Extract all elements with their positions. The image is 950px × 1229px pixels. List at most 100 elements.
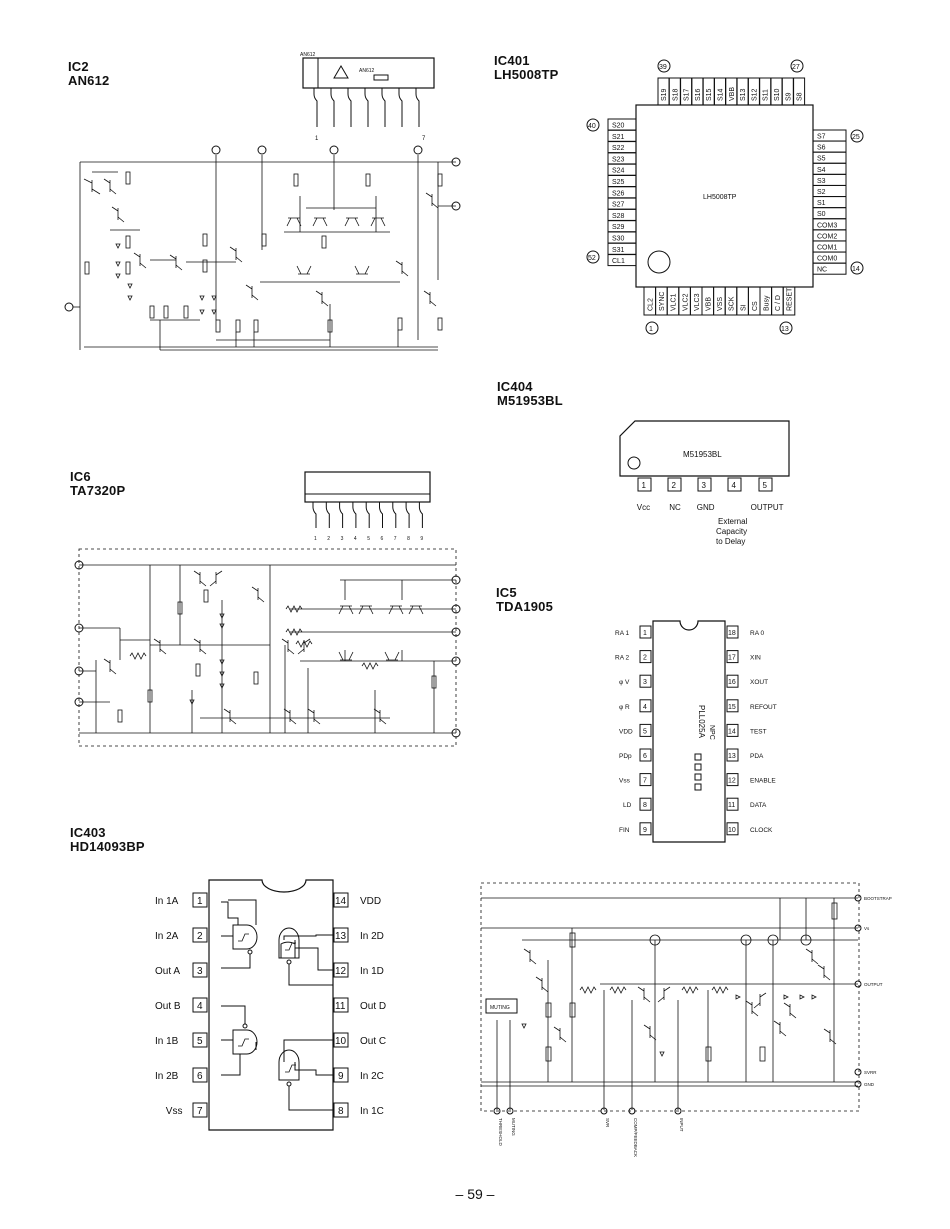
ic5-pin-box: [639, 822, 652, 836]
ic401-pin-label: S18: [672, 88, 679, 101]
ic403-pin-name: In 2A: [155, 931, 179, 942]
ic401-corner-27: 27: [792, 64, 800, 71]
ic401-corner-1: 1: [649, 326, 653, 333]
amp-terminal-label: THRESHOLD: [498, 1118, 503, 1147]
ic403-gates: [221, 899, 333, 1111]
ic6-pin-number: 2: [327, 536, 330, 542]
ic401-corner-25: 25: [852, 134, 860, 141]
ic5-pin-name: XOUT: [750, 679, 768, 686]
ic6-nodes: [74, 560, 461, 738]
ic6-pin-number: 6: [381, 536, 384, 542]
ic401-part: LH5008TP: [494, 67, 559, 82]
ic401-pin-label: S15: [706, 88, 713, 101]
ic403-pin-box: [333, 927, 349, 943]
ic5-pin-box: [726, 723, 739, 737]
ic403-pin-box: [192, 1102, 208, 1118]
ic401-pin-label: S1: [817, 200, 826, 207]
ic404-pin-name: GND: [697, 503, 715, 512]
ic401-title: IC401 LH5008TP: [494, 54, 558, 82]
ic401-pin-label: S19: [661, 88, 668, 101]
ic401-pin-label: S25: [612, 179, 625, 186]
ic2-pin-first: 1: [315, 136, 319, 142]
ic401-pin-label: COM1: [817, 245, 837, 252]
ic5-pin-box: [726, 650, 739, 664]
ic403-pin-box: [333, 1067, 349, 1083]
ic2-diodes: [115, 243, 217, 315]
nand-gate-a: [221, 899, 258, 969]
ic403-pin-box: [192, 962, 208, 978]
ic5-pin-number: 10: [728, 827, 736, 834]
ic5-pin-number: 1: [643, 630, 647, 637]
amp-terminal: [854, 1068, 862, 1076]
ic5-pin-box: [639, 723, 652, 737]
ic401-pin-label: S27: [612, 202, 625, 209]
amp-terminal: [854, 980, 862, 988]
ic5-pin-name: RA 0: [750, 630, 764, 637]
ic5-pin-number: 16: [728, 679, 736, 686]
ic403-pin-name: VDD: [360, 896, 381, 907]
amp-terminal: [506, 1107, 514, 1115]
ic403-pin-name: Out D: [360, 1001, 386, 1012]
ic401-pin-label: CS: [752, 301, 759, 311]
ic5-pin-number: 6: [643, 753, 647, 760]
ic401-pin-label: VLC2: [682, 293, 689, 311]
ic403-pin-box: [333, 892, 349, 908]
ic403-pin-name: In 1A: [155, 896, 179, 907]
ic401-pin-label: Busy: [764, 295, 771, 311]
ic5-pin-number: 5: [643, 728, 647, 735]
ic5-pin-name: CLOCK: [750, 827, 773, 834]
ic401-pin-label: S30: [612, 236, 625, 243]
ic5-pin-box: [726, 748, 739, 762]
ic403-ref: IC403: [70, 825, 106, 840]
ic401-pin-label: COM2: [817, 233, 837, 240]
ic401-pin-label: SI: [740, 304, 747, 311]
ic5-package: PLL025A NPC: [652, 620, 726, 843]
ic403-pin-number: 3: [197, 966, 203, 977]
ic401-pin-label: S4: [817, 167, 826, 174]
ic401-pin-label: VLC3: [694, 293, 701, 311]
ic2-nodes: [64, 145, 461, 312]
ic403-pin-number: 1: [197, 896, 203, 907]
ic404-note-line-2: Capacity: [716, 527, 747, 536]
ic404-note-line-3: to Delay: [716, 537, 745, 546]
ic403-pin-number: 5: [197, 1036, 203, 1047]
ic401-pin-label: S22: [612, 145, 625, 152]
ic403-pin-number: 2: [197, 931, 203, 942]
ic5-pin-number: 3: [643, 679, 647, 686]
ic403-pin-number: 8: [338, 1106, 344, 1117]
ic5-pin-number: 17: [728, 655, 736, 662]
ic6-title: IC6 TA7320P: [70, 470, 125, 498]
ic5-pin-box: [639, 650, 652, 664]
ic401-pin-label: VBB: [706, 297, 713, 311]
ic403-pin-number: 13: [335, 931, 347, 942]
amp-terminal: [600, 1107, 608, 1115]
ic6-pin-number: 8: [407, 536, 410, 542]
ic6-lead: [418, 502, 423, 528]
ic404-part: M51953BL: [497, 393, 563, 408]
ic5-pin-name: FIN: [619, 827, 630, 834]
ic5-pin-box: [726, 699, 739, 713]
ic6-lead: [405, 502, 410, 528]
ic401-pin-label: S6: [817, 145, 826, 152]
ic5-pin-number: 18: [728, 630, 736, 637]
ic401-pin-label: S21: [612, 134, 625, 141]
amp-terminal-label: MUTING: [511, 1118, 516, 1136]
ic401-pin-label: CL2: [648, 298, 655, 311]
ic401-pin-label: S2: [817, 189, 826, 196]
amp-terminal-label: SVRR: [864, 1070, 877, 1075]
ic5-pin-number: 14: [728, 728, 736, 735]
ic401-corner-39: 39: [659, 64, 667, 71]
ic5-pin-name: REFOUT: [750, 704, 777, 711]
ic5-pin-number: 9: [643, 827, 647, 834]
amp-terminal: [854, 1080, 862, 1088]
ic401-body-label: LH5008TP: [703, 194, 737, 201]
ic403-title: IC403 HD14093BP: [70, 826, 145, 854]
amp-terminal-label: SVR: [605, 1118, 610, 1128]
ic6-diodes: [189, 613, 225, 705]
